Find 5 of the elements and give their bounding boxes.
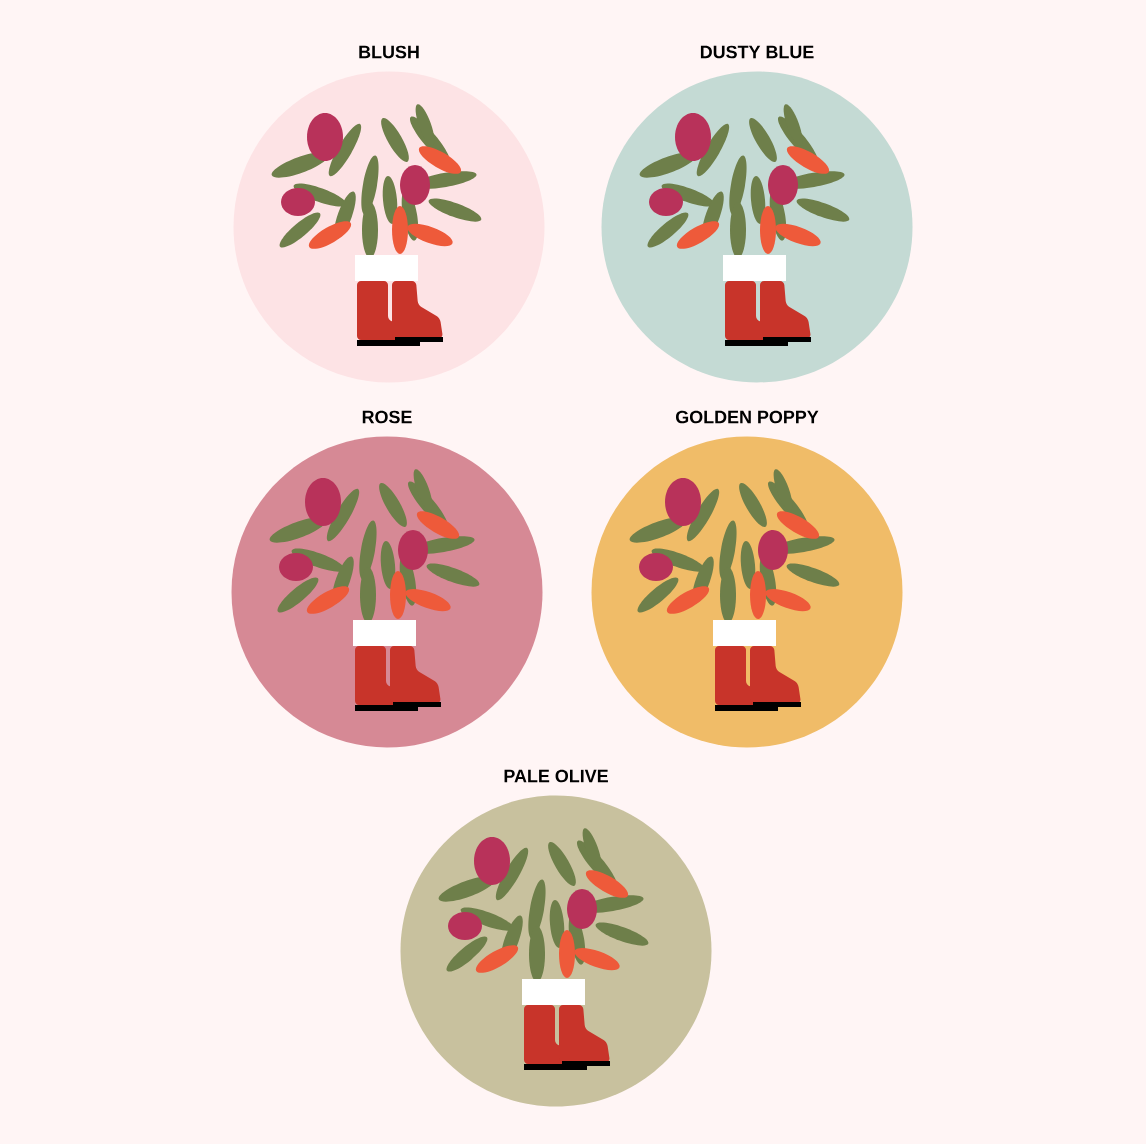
color-heading: DUSTY BLUE: [700, 45, 814, 59]
color-heading: BLUSH: [359, 45, 419, 59]
color-heading: PALE OLIVE: [504, 769, 608, 783]
color-heading: GOLDEN POPPY: [676, 410, 819, 424]
color-heading: ROSE: [362, 410, 412, 424]
